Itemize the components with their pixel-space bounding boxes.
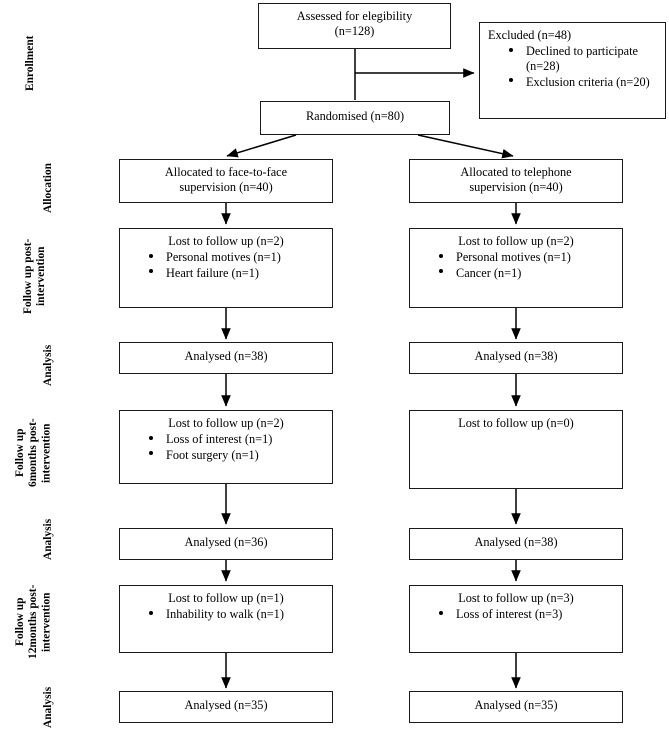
node-assessed-title: Assessed for elegibility (n=128) <box>296 9 413 38</box>
node-lost-followup-post-right-title: Lost to follow up (n=2) <box>458 234 574 248</box>
node-lost-followup-12m-right: Lost to follow up (n=3) Loss of interest… <box>409 585 623 653</box>
list-item-label: Foot surgery (n=1) <box>166 447 259 462</box>
bullet-dot-icon <box>149 269 154 274</box>
node-randomised: Randomised (n=80) <box>260 101 450 135</box>
stage-label-analysis-1: Analysis <box>42 344 54 386</box>
connector-randomised-to-right <box>417 134 514 159</box>
list-item: Declined to participate (n=28) <box>509 44 659 74</box>
list-item: Loss of interest (n=1) <box>149 432 326 447</box>
list-item-label: Personal motives (n=1) <box>166 250 281 264</box>
node-analysed-left-3-title: Analysed (n=35) <box>184 698 268 712</box>
node-analysed-left-2-title: Analysed (n=36) <box>184 535 268 549</box>
node-lost-followup-6m-right: Lost to follow up (n=0) <box>409 410 623 489</box>
node-lost-followup-post-right-bullets: Personal motives (n=1) Cancer (n=1) <box>416 250 616 281</box>
node-assessed-for-eligibility: Assessed for elegibility (n=128) <box>258 3 451 49</box>
list-item-label: Personal motives (n=1) <box>456 250 571 264</box>
bullet-dot-icon <box>149 451 154 456</box>
node-lost-followup-6m-left-bullets: Loss of interest (n=1) Foot surgery (n=1… <box>126 432 326 463</box>
list-item: Foot surgery (n=1) <box>149 447 326 463</box>
node-lost-followup-12m-left: Lost to follow up (n=1) Inhability to wa… <box>119 585 333 653</box>
node-lost-followup-12m-right-bullets: Loss of interest (n=3) <box>416 607 616 622</box>
node-lost-followup-6m-left: Lost to follow up (n=2) Loss of interest… <box>119 410 333 484</box>
node-excluded: Excluded (n=48) Declined to participate … <box>479 22 666 119</box>
node-lost-followup-12m-right-title: Lost to follow up (n=3) <box>458 591 574 605</box>
bullet-dot-icon <box>509 47 514 52</box>
list-item-label: Declined to participate (n=28) <box>526 44 638 73</box>
node-randomised-title: Randomised (n=80) <box>305 109 405 123</box>
bullet-dot-icon <box>149 610 154 615</box>
node-analysed-left-3: Analysed (n=35) <box>119 691 333 723</box>
bullet-dot-icon <box>509 78 514 83</box>
node-lost-followup-6m-right-title: Lost to follow up (n=0) <box>458 416 574 430</box>
list-item-label: Inhability to walk (n=1) <box>166 607 284 621</box>
stage-label-analysis-2: Analysis <box>42 518 54 560</box>
stage-label-followup-6months: Follow up 6months post- intervention <box>14 418 53 488</box>
list-item-label: Cancer (n=1) <box>456 265 522 280</box>
connector-randomised-to-left <box>226 134 297 158</box>
node-lost-followup-12m-left-title: Lost to follow up (n=1) <box>168 591 284 605</box>
list-item: Personal motives (n=1) <box>149 250 326 265</box>
node-allocated-telephone: Allocated to telephone supervision (n=40… <box>409 159 623 203</box>
list-item: Exclusion criteria (n=20) <box>509 74 659 90</box>
stage-label-followup-12months: Follow up 12months post- intervention <box>14 584 53 660</box>
bullet-dot-icon <box>439 269 444 274</box>
node-analysed-right-2: Analysed (n=38) <box>409 528 623 560</box>
stage-label-allocation: Allocation <box>42 163 54 213</box>
list-item: Heart failure (n=1) <box>149 265 326 281</box>
node-analysed-right-3: Analysed (n=35) <box>409 691 623 723</box>
list-item-label: Loss of interest (n=3) <box>456 607 563 621</box>
node-allocated-face-to-face-title: Allocated to face-to-face supervision (n… <box>164 165 288 194</box>
node-excluded-bullets: Declined to participate (n=28) Exclusion… <box>486 44 659 90</box>
list-item: Personal motives (n=1) <box>439 250 616 265</box>
stage-label-followup-post-intervention: Follow up post- intervention <box>22 238 48 314</box>
node-analysed-right-1: Analysed (n=38) <box>409 342 623 374</box>
node-analysed-right-1-title: Analysed (n=38) <box>474 349 558 363</box>
node-allocated-telephone-title: Allocated to telephone supervision (n=40… <box>460 165 572 194</box>
list-item: Inhability to walk (n=1) <box>149 607 326 622</box>
node-lost-followup-post-left: Lost to follow up (n=2) Personal motives… <box>119 228 333 308</box>
list-item-label: Heart failure (n=1) <box>166 265 259 280</box>
node-analysed-left-1-title: Analysed (n=38) <box>184 349 268 363</box>
node-analysed-left-1: Analysed (n=38) <box>119 342 333 374</box>
node-allocated-face-to-face: Allocated to face-to-face supervision (n… <box>119 159 333 203</box>
node-lost-followup-6m-left-title: Lost to follow up (n=2) <box>168 416 284 430</box>
bullet-dot-icon <box>439 253 444 258</box>
list-item: Loss of interest (n=3) <box>439 607 616 622</box>
stage-label-enrollment: Enrollment <box>24 35 36 91</box>
node-analysed-right-2-title: Analysed (n=38) <box>474 535 558 549</box>
list-item-label: Exclusion criteria (n=20) <box>526 74 650 89</box>
node-analysed-right-3-title: Analysed (n=35) <box>474 698 558 712</box>
stage-label-analysis-3: Analysis <box>42 686 54 728</box>
bullet-dot-icon <box>149 435 154 440</box>
node-lost-followup-post-right: Lost to follow up (n=2) Personal motives… <box>409 228 623 308</box>
bullet-dot-icon <box>149 253 154 258</box>
node-lost-followup-post-left-title: Lost to follow up (n=2) <box>168 234 284 248</box>
list-item-label: Loss of interest (n=1) <box>166 432 273 446</box>
node-analysed-left-2: Analysed (n=36) <box>119 528 333 560</box>
node-lost-followup-12m-left-bullets: Inhability to walk (n=1) <box>126 607 326 622</box>
node-excluded-title: Excluded (n=48) <box>488 28 572 42</box>
node-lost-followup-post-left-bullets: Personal motives (n=1) Heart failure (n=… <box>126 250 326 281</box>
bullet-dot-icon <box>439 610 444 615</box>
list-item: Cancer (n=1) <box>439 265 616 281</box>
